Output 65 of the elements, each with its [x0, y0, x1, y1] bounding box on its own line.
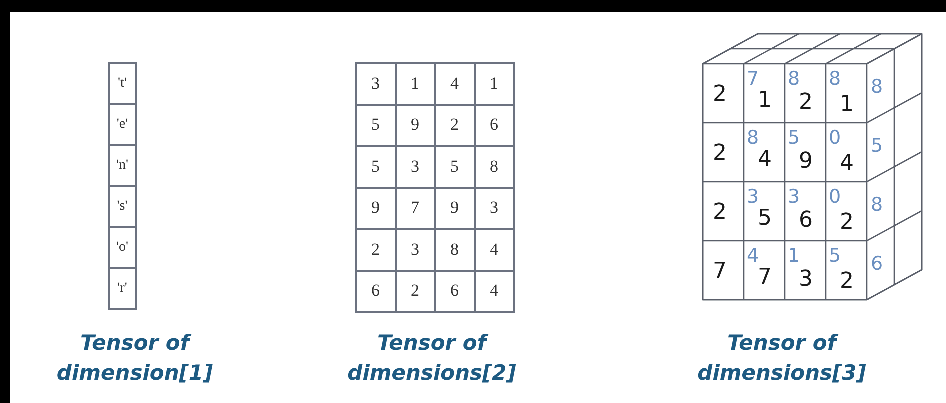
table-cell: 'n' [109, 145, 136, 186]
table-cell: 4 [435, 63, 474, 104]
tensor-value: 2 [840, 271, 854, 293]
tensor-value: 4 [747, 247, 760, 266]
tensor-value: 5 [758, 208, 772, 230]
tensor-value: 2 [799, 92, 813, 114]
table-cell: 'r' [109, 268, 136, 309]
table-cell: 6 [474, 104, 514, 146]
tensor-caption: Tensor of dimension[1] [56, 330, 214, 387]
table-cell: 5 [435, 146, 474, 188]
table-cell: 9 [396, 104, 435, 146]
tensor-value: 1 [840, 94, 854, 116]
tensor-value: 2 [840, 212, 854, 234]
tensor-value: 8 [829, 70, 842, 89]
tensor-caption: Tensor of dimensions[3] [696, 330, 868, 387]
table-cell: 3 [396, 229, 435, 270]
table-cell: 6 [356, 270, 396, 312]
table-cell: 1 [474, 63, 514, 104]
tensor-caption: Tensor of dimensions[2] [346, 330, 518, 387]
table-cell: 4 [474, 229, 514, 270]
table-cell: 4 [474, 270, 514, 312]
tensor-value: 2 [713, 84, 727, 106]
tensor-value: 8 [788, 70, 800, 89]
tensor-value: 0 [829, 188, 842, 207]
tensor-value: 8 [871, 78, 884, 97]
table-cell: 8 [474, 146, 514, 188]
table-cell: 't' [109, 63, 136, 104]
table-cell: 3 [474, 188, 514, 229]
tensor-value: 1 [758, 90, 772, 112]
table-cell: 2 [396, 270, 435, 312]
table-cell: 5 [356, 146, 396, 188]
table-cell: 9 [435, 188, 474, 229]
tensor-value: 3 [747, 188, 760, 207]
tensor-value: 5 [788, 129, 800, 148]
tensor-value: 3 [799, 269, 813, 291]
table-cell: 5 [356, 104, 396, 146]
table-cell: 's' [109, 186, 136, 227]
tensor-value: 5 [871, 137, 884, 156]
tensor-value: 9 [799, 151, 813, 173]
table-cell: 8 [435, 229, 474, 270]
table-cell: 6 [435, 270, 474, 312]
table-cell: 9 [356, 188, 396, 229]
tensor-value: 6 [871, 255, 884, 274]
tensor-value: 7 [747, 70, 760, 89]
tensor-value: 7 [713, 261, 727, 283]
tensor-value: 2 [713, 202, 727, 224]
tensor-value: 8 [871, 196, 884, 215]
table-cell: 1 [396, 63, 435, 104]
tensor-value: 1 [788, 247, 800, 266]
table-cell: 'e' [109, 104, 136, 145]
tensor-value: 6 [799, 210, 813, 232]
table-cell: 3 [396, 146, 435, 188]
tensor-value: 4 [758, 149, 772, 171]
tensor-value: 3 [788, 188, 800, 207]
tensor-value: 8 [747, 129, 760, 148]
tensor-value: 7 [758, 267, 772, 289]
tensor-value: 4 [840, 153, 854, 175]
tensor-value: 5 [829, 247, 842, 266]
table-cell: 2 [356, 229, 396, 270]
tensor-value: 0 [829, 129, 842, 148]
table-cell: 2 [435, 104, 474, 146]
tensor-value: 2 [713, 143, 727, 165]
table-cell: 3 [356, 63, 396, 104]
table-cell: 'o' [109, 227, 136, 268]
table-cell: 7 [396, 188, 435, 229]
